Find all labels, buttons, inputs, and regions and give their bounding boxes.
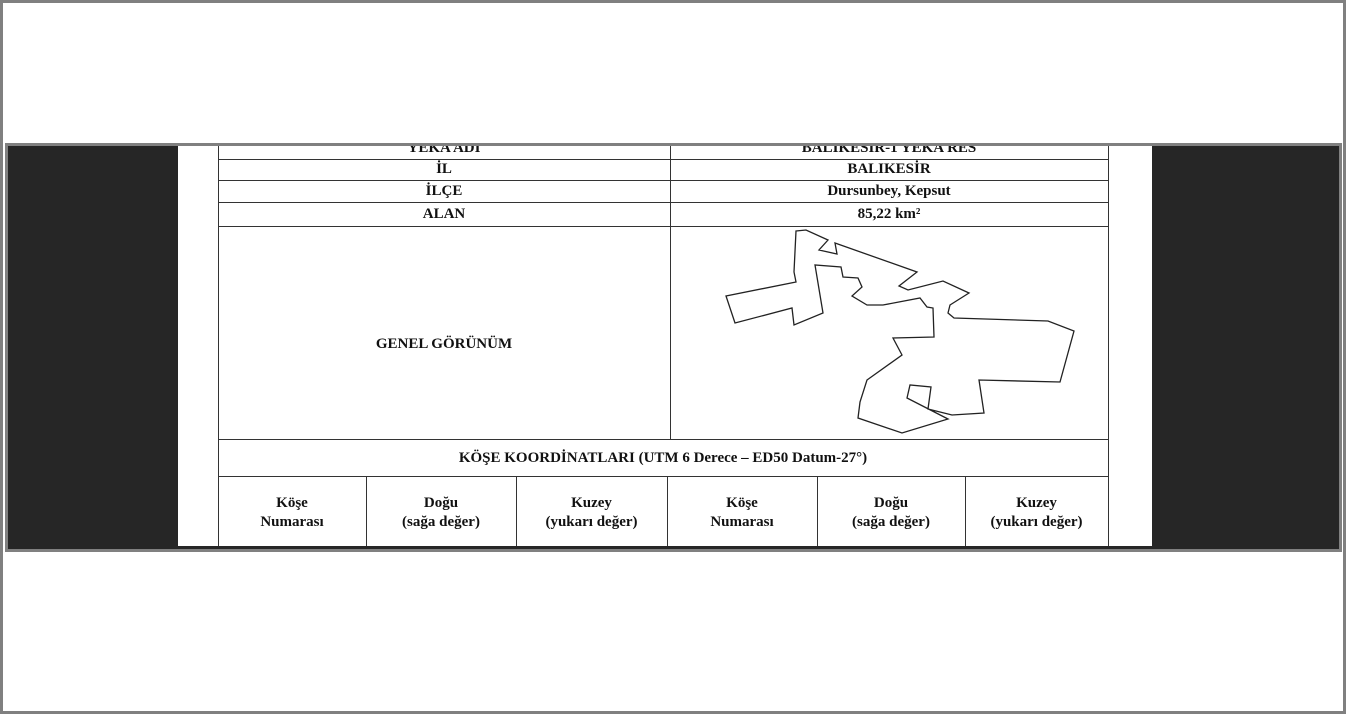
row-label-alan: ALAN bbox=[422, 206, 466, 222]
row-label-ilce: İLÇE bbox=[425, 183, 463, 199]
row-value-ilce: Dursunbey, Kepsut bbox=[827, 183, 951, 199]
row-label-il: İL bbox=[436, 161, 452, 177]
coordinates-title: KÖŞE KOORDİNATLARI (UTM 6 Derece – ED50 … bbox=[458, 450, 868, 466]
document-page: YEKA ADI BALIKESİR-1 YEKA RES İL BALIKES… bbox=[178, 146, 1152, 546]
row-label-yeka-adi: YEKA ADI bbox=[407, 146, 481, 156]
column-header-kuzey: Kuzey(yukarı değer) bbox=[545, 495, 638, 530]
area-map-outline bbox=[725, 229, 1075, 434]
row-value-alan: 85,22 km² bbox=[857, 206, 921, 222]
row-value-yeka-adi: BALIKESİR-1 YEKA RES bbox=[801, 146, 977, 156]
overview-label: GENEL GÖRÜNÜM bbox=[375, 336, 513, 352]
column-header-kuzey-2: Kuzey(yukarı değer) bbox=[990, 495, 1083, 530]
row-value-il: BALIKESİR bbox=[847, 161, 931, 177]
column-header-dogu-2: Doğu(sağa değer) bbox=[852, 495, 930, 530]
column-header-dogu: Doğu(sağa değer) bbox=[402, 495, 480, 530]
